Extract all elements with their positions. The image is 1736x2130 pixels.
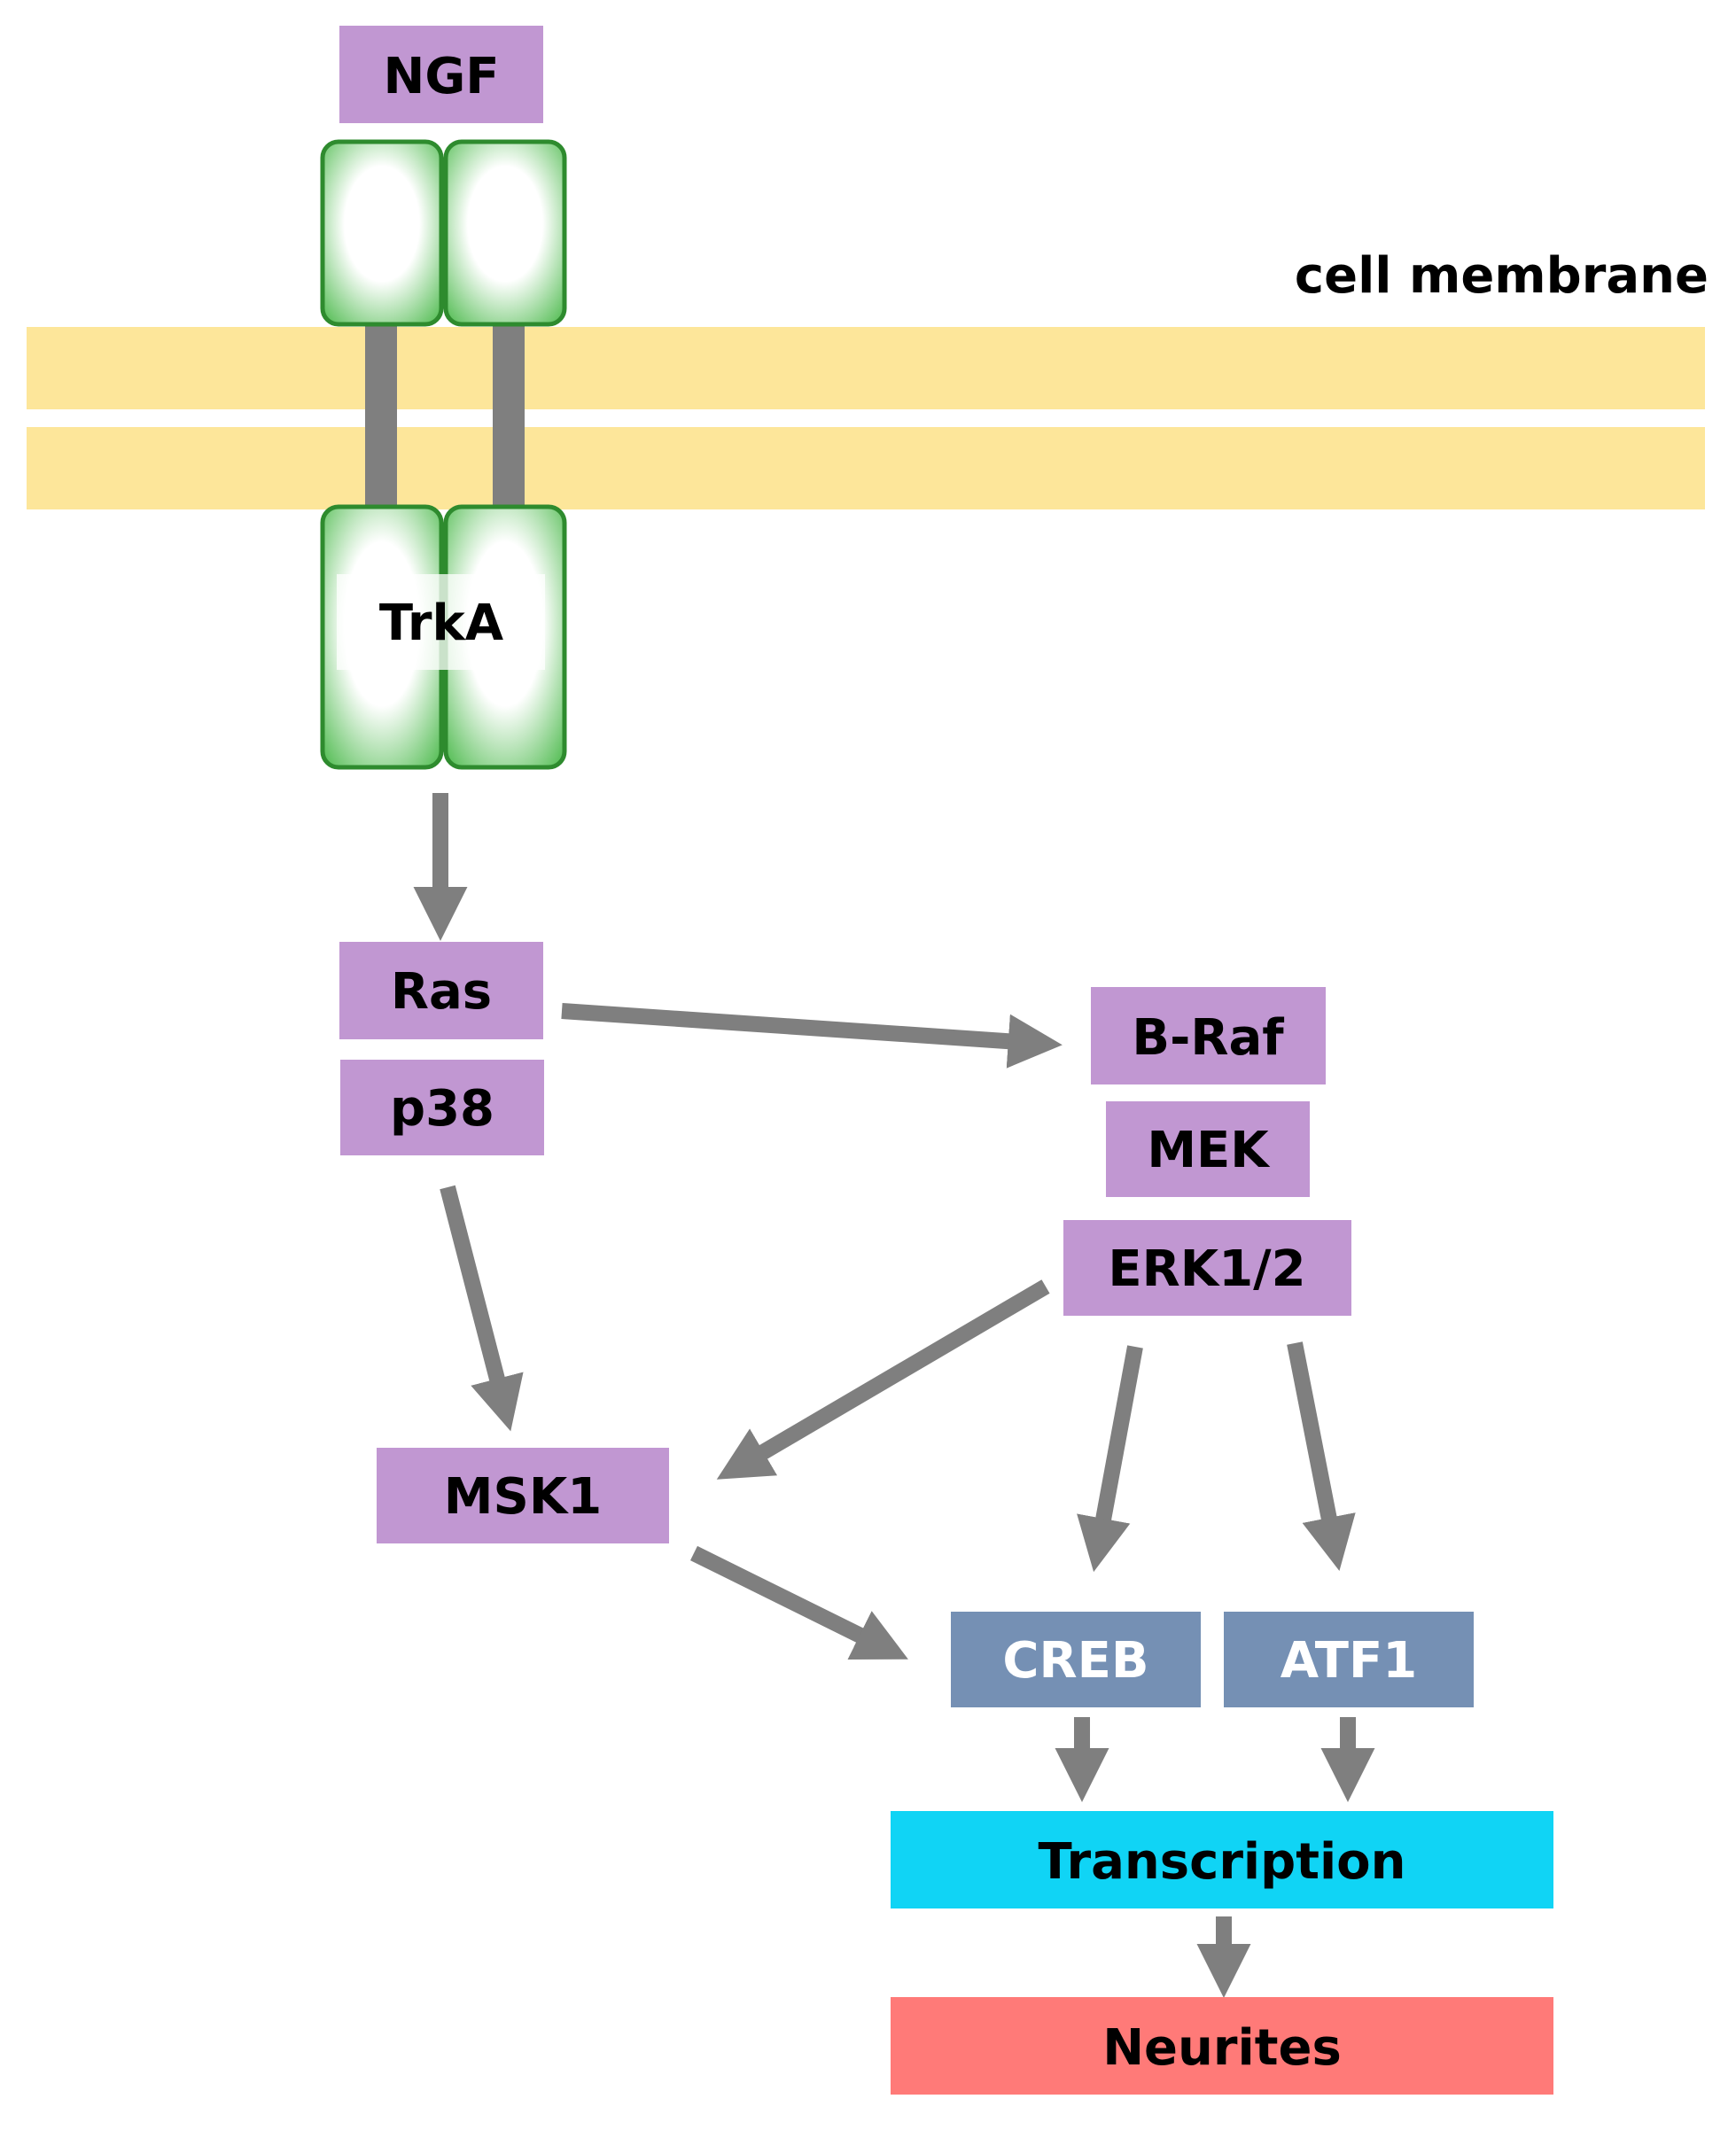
node-p38: p38 xyxy=(340,1060,544,1155)
node-ras: Ras xyxy=(339,942,543,1039)
node-ngf: NGF xyxy=(339,26,543,123)
ras-label: Ras xyxy=(391,963,492,1021)
mek-label: MEK xyxy=(1147,1122,1271,1179)
creb-label: CREB xyxy=(1002,1632,1148,1690)
ras-box xyxy=(339,942,543,1039)
creb-box xyxy=(951,1612,1201,1707)
p38-label: p38 xyxy=(390,1080,494,1138)
mek-box xyxy=(1106,1101,1310,1197)
receptor-extracellular-right xyxy=(443,139,567,327)
ngf-box xyxy=(339,26,543,123)
node-creb: CREB xyxy=(951,1612,1201,1707)
arrow-erk-to-atf1 xyxy=(1287,1341,1356,1572)
ngf-label: NGF xyxy=(383,48,499,105)
p38-box xyxy=(340,1060,544,1155)
node-neurites: Neurites xyxy=(891,1997,1553,2095)
node-transcription: Transcription xyxy=(891,1811,1553,1908)
arrow-p38-to-msk1 xyxy=(440,1185,524,1432)
cell-membrane xyxy=(27,327,1705,509)
receptor-label: TrkA xyxy=(379,595,504,652)
transcription-box xyxy=(891,1811,1553,1908)
node-msk1: MSK1 xyxy=(377,1448,669,1543)
membrane-inner-layer xyxy=(27,427,1705,509)
neurites-box xyxy=(891,1997,1553,2095)
arrow-msk1-to-creb xyxy=(690,1545,908,1660)
node-atf1: ATF1 xyxy=(1224,1612,1474,1707)
erk-box xyxy=(1063,1220,1351,1316)
receptor-extracellular-left xyxy=(320,139,444,327)
receptor-transmembrane-left xyxy=(365,319,397,509)
neurites-label: Neurites xyxy=(1102,2019,1342,2077)
node-erk: ERK1/2 xyxy=(1063,1220,1351,1316)
membrane-outer-layer xyxy=(27,327,1705,409)
arrow-erk-to-msk1 xyxy=(716,1279,1050,1480)
atf1-label: ATF1 xyxy=(1281,1632,1417,1690)
braf-label: B-Raf xyxy=(1132,1009,1284,1067)
node-braf: B-Raf xyxy=(1091,987,1326,1084)
arrow-erk-to-creb xyxy=(1077,1345,1143,1573)
arrow-ras-to-braf xyxy=(561,1003,1063,1069)
braf-box xyxy=(1091,987,1326,1084)
erk-label: ERK1/2 xyxy=(1108,1240,1305,1298)
transcription-label: Transcription xyxy=(1038,1833,1405,1891)
trka-receptor: TrkA xyxy=(320,139,567,770)
msk1-box xyxy=(377,1448,669,1543)
msk1-label: MSK1 xyxy=(444,1468,602,1526)
atf1-box xyxy=(1224,1612,1474,1707)
receptor-transmembrane-right xyxy=(493,319,525,509)
node-mek: MEK xyxy=(1106,1101,1310,1197)
receptor-label-backdrop xyxy=(337,574,545,670)
arrows xyxy=(413,793,1375,1998)
membrane-label: cell membrane xyxy=(1295,247,1709,305)
